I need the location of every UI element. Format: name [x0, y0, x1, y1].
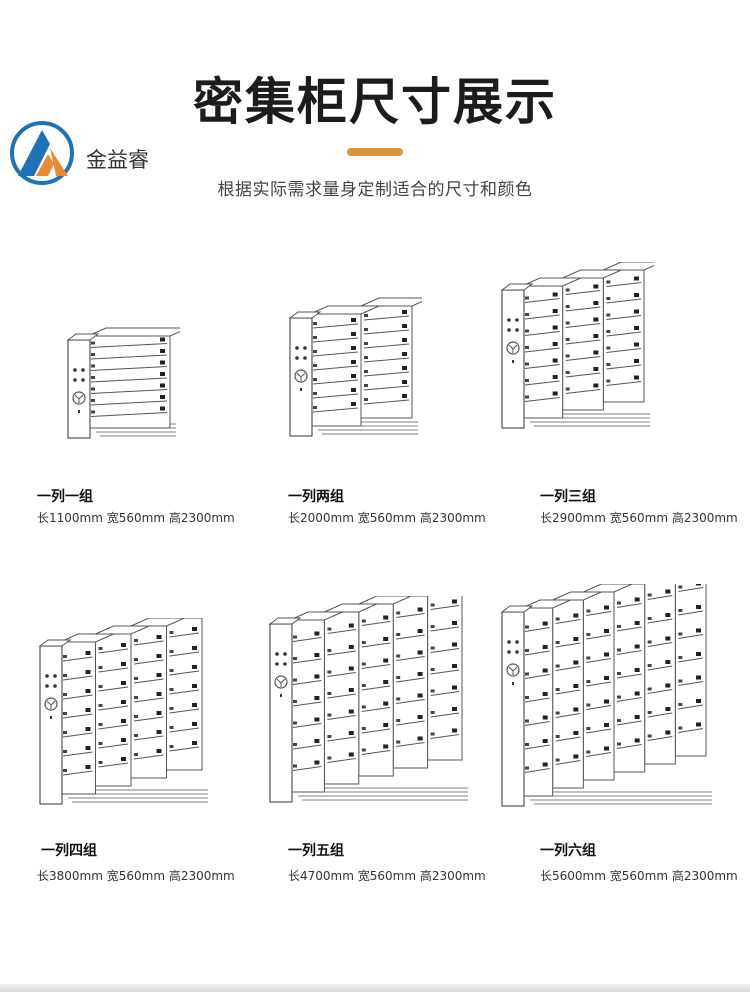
product-dims-6: 长5600mm 宽560mm 高2300mm [540, 869, 738, 883]
product-name-4: 一列四组 [41, 843, 97, 859]
product-name-3: 一列三组 [540, 489, 596, 505]
page-title: 密集柜尺寸展示 [193, 73, 557, 131]
jinyirui-logo-icon [10, 121, 74, 185]
brand-logo: 金益睿 [6, 120, 166, 186]
product-name-1: 一列一组 [37, 489, 93, 505]
cabinet-illustration-6 [494, 584, 716, 820]
product-dims-2: 长2000mm 宽560mm 高2300mm [288, 511, 486, 525]
cabinet-illustration-2 [282, 290, 422, 450]
page-subtitle: 根据实际需求量身定制适合的尺寸和颜色 [217, 180, 533, 200]
brand-name: 金益睿 [86, 148, 149, 172]
cabinet-illustration-4 [32, 618, 212, 818]
product-name-5: 一列五组 [288, 843, 344, 859]
product-dims-1: 长1100mm 宽560mm 高2300mm [37, 511, 235, 525]
product-dims-4: 长3800mm 宽560mm 高2300mm [37, 869, 235, 883]
product-dims-3: 长2900mm 宽560mm 高2300mm [540, 511, 738, 525]
title-accent-bar [347, 148, 403, 156]
cabinet-illustration-5 [262, 596, 472, 816]
cabinet-illustration-3 [494, 262, 654, 442]
cabinet-illustration-1 [60, 312, 180, 452]
product-name-6: 一列六组 [540, 843, 596, 859]
product-dims-5: 长4700mm 宽560mm 高2300mm [288, 869, 486, 883]
product-name-2: 一列两组 [288, 489, 344, 505]
bottom-divider [0, 984, 750, 992]
